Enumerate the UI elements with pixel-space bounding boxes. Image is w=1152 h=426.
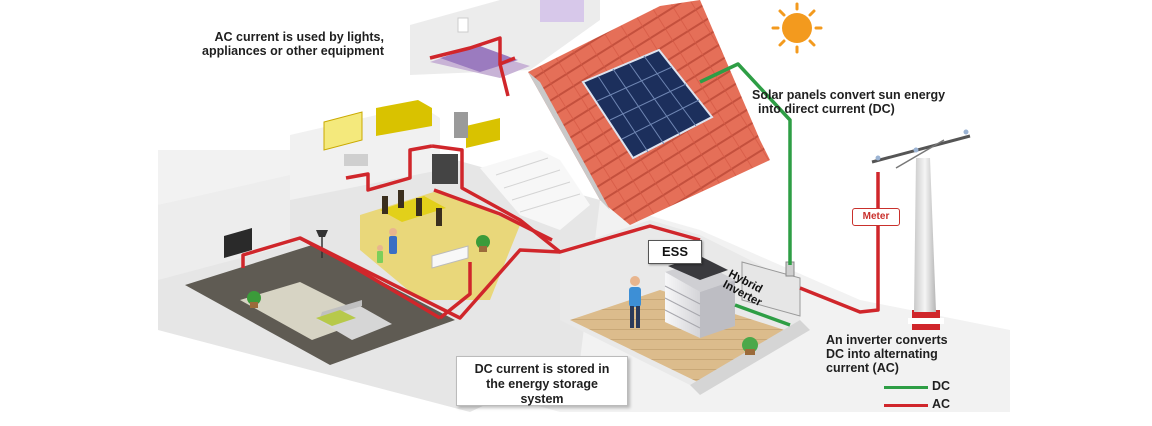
legend-item-dc: DC xyxy=(884,378,964,396)
bed xyxy=(440,46,518,72)
solar-panel-grid xyxy=(596,55,700,153)
solar-panels-label: Solar panels convert sun energy into dir… xyxy=(752,88,945,116)
dc-storage-callout: DC current is stored in the energy stora… xyxy=(456,356,628,406)
meter-label: Meter xyxy=(852,208,900,226)
legend: DC AC xyxy=(884,378,964,414)
inverter-converts-line-3: current (AC) xyxy=(826,361,899,375)
dc-wires xyxy=(699,62,792,327)
battery-cabinet xyxy=(664,256,735,338)
inverter-converts-line-1: An inverter converts xyxy=(826,333,948,347)
dc-storage-line-3: system xyxy=(520,392,564,406)
plant-icon xyxy=(247,235,758,355)
inverter-converts-label: An inverter converts DC into alternating… xyxy=(826,333,948,375)
solar-panels-line-2: into direct current (DC) xyxy=(758,102,895,116)
ac-wires xyxy=(241,36,880,320)
kitchen-window xyxy=(323,111,363,151)
utility-pole xyxy=(871,129,971,330)
legend-label-dc: DC xyxy=(932,379,951,393)
ac-usage-line-2: appliances or other equipment xyxy=(202,44,384,58)
kitchen-cabinets xyxy=(376,100,432,136)
solar-panel xyxy=(581,48,714,160)
sun-icon xyxy=(771,2,823,54)
air-conditioner xyxy=(431,245,469,269)
dc-storage-line-1: DC current is stored in xyxy=(474,362,610,376)
solar-panels-line-1: Solar panels convert sun energy xyxy=(752,88,946,102)
ac-usage-line-1: AC current is used by lights, xyxy=(214,30,384,44)
living-room-wall xyxy=(158,175,290,280)
tv-icon xyxy=(224,228,252,258)
dc-storage-line-2: the energy storage xyxy=(486,377,598,391)
person-figure xyxy=(629,276,641,328)
dining-table xyxy=(380,196,446,222)
legend-swatch-dc xyxy=(884,386,928,389)
legend-swatch-ac xyxy=(884,404,928,407)
coffee-table xyxy=(316,310,356,326)
ess-label: ESS xyxy=(648,240,702,264)
legend-item-ac: AC xyxy=(884,396,964,414)
inverter-converts-line-2: DC into alternating xyxy=(826,347,938,361)
stairs xyxy=(480,150,590,230)
oven xyxy=(432,154,458,184)
lamp-icon xyxy=(316,230,328,237)
legend-label-ac: AC xyxy=(932,397,951,411)
ac-usage-label: AC current is used by lights, appliances… xyxy=(202,30,384,58)
